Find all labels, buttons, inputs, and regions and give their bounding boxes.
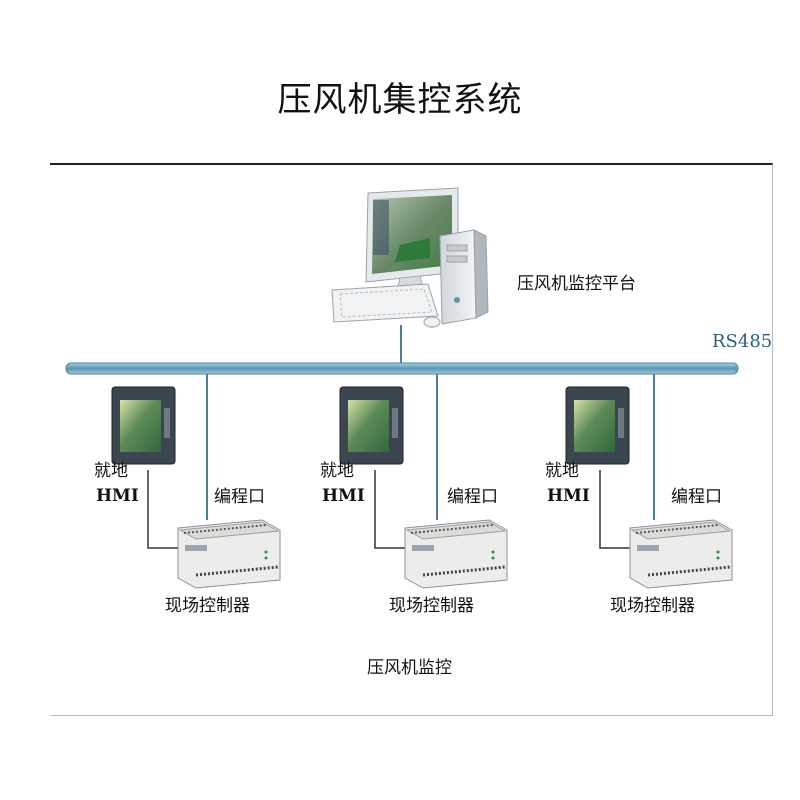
footer-label: 压风机监控 [367,658,452,678]
monitor-computer-icon [331,187,489,328]
hmi-screen-icon [111,386,176,465]
hmi-label-line2: HMI [547,486,590,506]
port-label: 编程口 [214,487,265,507]
plc-controller-icon [177,519,281,589]
rs485-label: RS485 [712,331,773,352]
port-label: 编程口 [447,487,498,507]
node-1 [111,374,281,589]
hmi-link-line [147,470,178,549]
monitor-platform-label: 压风机监控平台 [517,274,636,294]
rs485-bus [65,362,739,375]
hmi-label-line2: HMI [96,486,139,506]
diagram-frame [50,163,773,716]
hmi-label-line2: HMI [322,486,365,506]
node-3 [565,374,733,589]
plc-controller-icon [629,519,733,589]
hmi-label-line1: 就地 [94,461,128,481]
controller-label: 现场控制器 [610,596,695,616]
diagram-title: 压风机集控系统 [277,80,523,120]
hmi-screen-icon [339,386,404,465]
port-label: 编程口 [671,487,722,507]
hmi-link-line [599,470,630,549]
hmi-screen-icon [565,386,630,465]
hmi-label-line1: 就地 [545,461,579,481]
hmi-link-line [374,470,405,549]
node-2 [339,374,508,589]
controller-label: 现场控制器 [389,596,474,616]
hmi-label-line1: 就地 [320,461,354,481]
plc-controller-icon [404,519,508,589]
controller-label: 现场控制器 [165,596,250,616]
